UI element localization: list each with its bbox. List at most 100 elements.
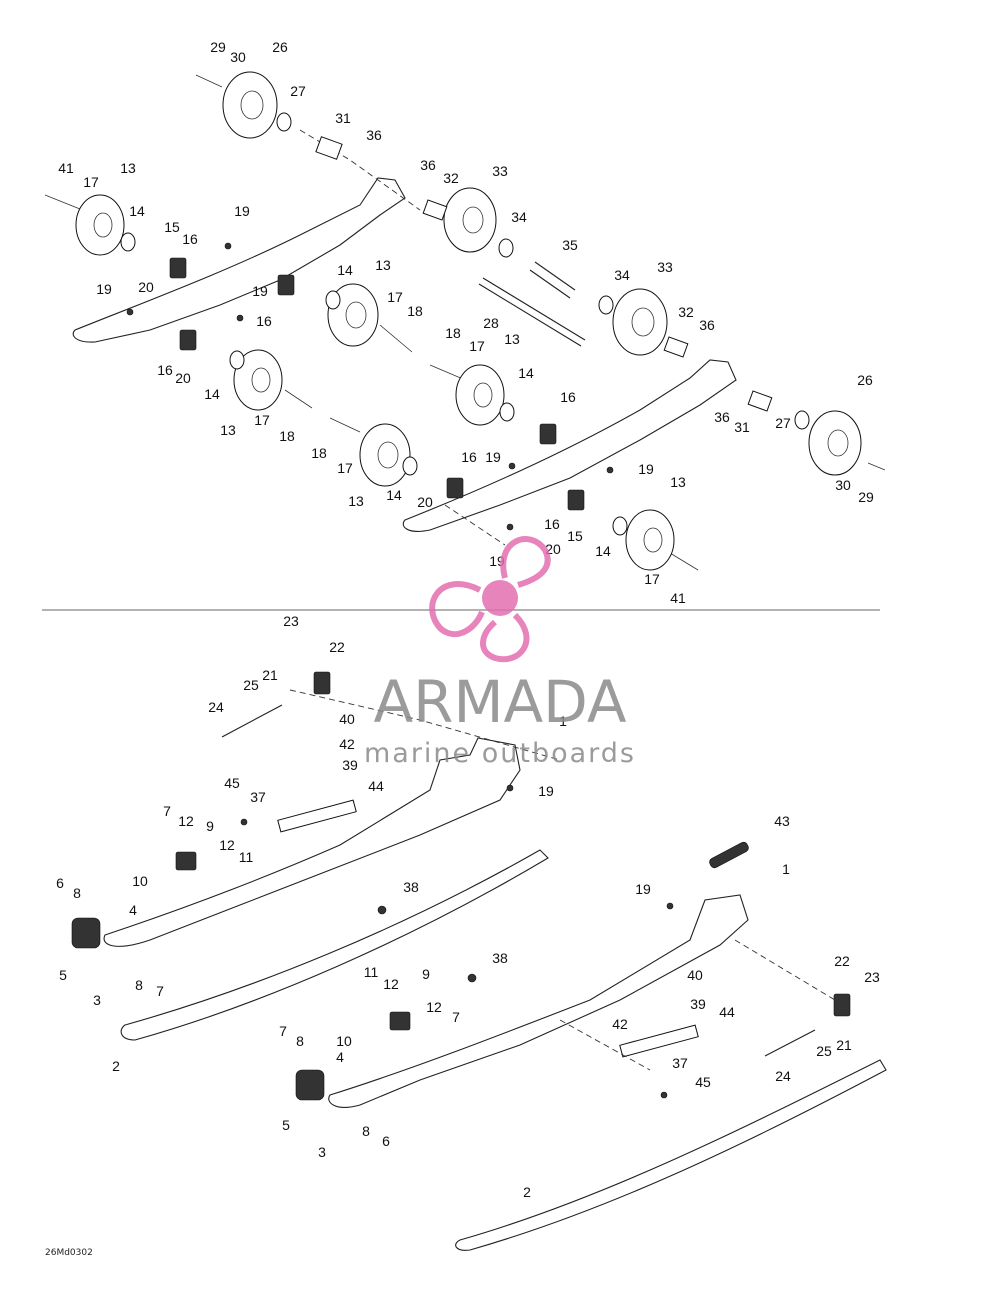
part-label-7: 7	[452, 1009, 460, 1025]
part-label-19: 19	[485, 449, 501, 465]
part-label-40: 40	[339, 711, 355, 727]
part-label-12: 12	[178, 813, 194, 829]
part-label-1: 1	[782, 861, 790, 877]
idler-wheel-13-mid	[327, 283, 379, 347]
part-label-18: 18	[407, 303, 423, 319]
part-label-8: 8	[362, 1123, 370, 1139]
part-label-25: 25	[243, 677, 259, 693]
runner-right	[455, 1059, 887, 1251]
part-label-16: 16	[461, 449, 477, 465]
part-label-26: 26	[857, 372, 873, 388]
part-label-1: 1	[559, 713, 567, 729]
part-label-26: 26	[272, 39, 288, 55]
part-label-3: 3	[318, 1144, 326, 1160]
part-label-6: 6	[382, 1133, 390, 1149]
part-label-17: 17	[254, 412, 270, 428]
part-label-29: 29	[210, 39, 226, 55]
part-label-38: 38	[403, 879, 419, 895]
part-label-14: 14	[337, 262, 353, 278]
part-label-30: 30	[835, 477, 851, 493]
part-label-13: 13	[348, 493, 364, 509]
part-label-18: 18	[445, 325, 461, 341]
part-label-14: 14	[129, 203, 145, 219]
runner-left	[120, 849, 549, 1041]
part-label-19: 19	[638, 461, 654, 477]
upper-assembly	[44, 71, 886, 571]
part-label-31: 31	[335, 110, 351, 126]
part-label-13: 13	[504, 331, 520, 347]
part-label-21: 21	[836, 1037, 852, 1053]
part-label-19: 19	[635, 881, 651, 897]
side-frame-left	[103, 737, 521, 947]
watermark-tagline: marine outboards	[364, 738, 636, 769]
part-label-27: 27	[290, 83, 306, 99]
part-label-42: 42	[612, 1016, 628, 1032]
part-label-18: 18	[279, 428, 295, 444]
part-label-14: 14	[518, 365, 534, 381]
part-label-14: 14	[595, 543, 611, 559]
part-label-32: 32	[443, 170, 459, 186]
part-label-17: 17	[387, 289, 403, 305]
part-label-17: 17	[469, 338, 485, 354]
part-label-45: 45	[224, 775, 240, 791]
part-label-10: 10	[132, 873, 148, 889]
part-label-4: 4	[336, 1049, 344, 1065]
part-label-19: 19	[252, 283, 268, 299]
part-label-6: 6	[56, 875, 64, 891]
part-label-33: 33	[492, 163, 508, 179]
part-label-3: 3	[93, 992, 101, 1008]
part-label-43: 43	[774, 813, 790, 829]
part-label-37: 37	[672, 1055, 688, 1071]
part-label-20: 20	[138, 279, 154, 295]
part-label-19: 19	[538, 783, 554, 799]
part-label-13: 13	[120, 160, 136, 176]
part-label-7: 7	[156, 983, 164, 999]
part-label-2: 2	[523, 1184, 531, 1200]
part-label-24: 24	[208, 699, 224, 715]
idler-wheel-33-right	[612, 288, 668, 356]
part-label-15: 15	[164, 219, 180, 235]
rear-arm-right	[402, 359, 737, 532]
side-frame-right	[328, 894, 749, 1108]
part-label-23: 23	[283, 613, 299, 629]
part-label-18: 18	[311, 445, 327, 461]
part-label-16: 16	[560, 389, 576, 405]
idler-wheel-13-left	[75, 194, 125, 256]
part-label-17: 17	[337, 460, 353, 476]
part-label-5: 5	[59, 967, 67, 983]
part-label-12: 12	[426, 999, 442, 1015]
part-label-17: 17	[83, 174, 99, 190]
part-label-29: 29	[858, 489, 874, 505]
part-label-27: 27	[775, 415, 791, 431]
cross-shaft	[482, 277, 586, 341]
part-label-30: 30	[230, 49, 246, 65]
part-label-25: 25	[816, 1043, 832, 1059]
part-label-4: 4	[129, 902, 137, 918]
part-label-16: 16	[256, 313, 272, 329]
part-label-8: 8	[135, 977, 143, 993]
part-label-34: 34	[511, 209, 527, 225]
part-label-39: 39	[690, 996, 706, 1012]
propeller-logo-icon	[429, 536, 551, 663]
part-label-22: 22	[834, 953, 850, 969]
part-label-10: 10	[336, 1033, 352, 1049]
part-label-40: 40	[687, 967, 703, 983]
part-label-14: 14	[386, 487, 402, 503]
part-label-44: 44	[368, 778, 384, 794]
part-label-8: 8	[73, 885, 81, 901]
lower-assembly	[71, 671, 887, 1251]
part-label-32: 32	[678, 304, 694, 320]
part-label-36: 36	[699, 317, 715, 333]
part-label-23: 23	[864, 969, 880, 985]
part-label-38: 38	[492, 950, 508, 966]
part-label-19: 19	[96, 281, 112, 297]
part-label-16: 16	[157, 362, 173, 378]
part-label-34: 34	[614, 267, 630, 283]
watermark: ARMADA marine outboards	[364, 536, 636, 769]
part-label-36: 36	[714, 409, 730, 425]
part-label-2: 2	[112, 1058, 120, 1074]
idler-wheel-26-top	[222, 71, 278, 139]
part-label-33: 33	[657, 259, 673, 275]
part-label-16: 16	[182, 231, 198, 247]
